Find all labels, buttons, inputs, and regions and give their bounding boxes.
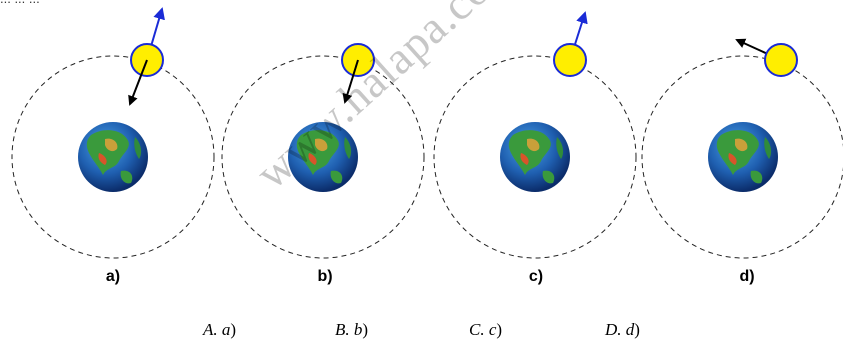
panel-a	[11, 7, 215, 259]
orbit-path	[641, 55, 843, 259]
answer-option-c[interactable]: C. c)	[469, 320, 502, 340]
orbit-path	[433, 55, 637, 259]
answer-letter: B.	[335, 320, 350, 339]
panel-label-a: a)	[105, 268, 121, 285]
panel-c	[433, 11, 637, 259]
answer-option: d	[625, 320, 635, 339]
orbit-path	[221, 55, 425, 259]
answer-letter: A.	[203, 320, 218, 339]
answer-option: b	[353, 320, 363, 339]
panel-b	[221, 43, 425, 259]
answer-option: a	[221, 320, 231, 339]
answer-close: )	[230, 320, 237, 339]
answer-close: )	[496, 320, 503, 339]
panel-label-d: d)	[739, 268, 755, 285]
answer-option-d[interactable]: D. d)	[605, 320, 640, 340]
earth-icon	[500, 122, 570, 192]
panel-d	[641, 38, 843, 259]
earth-icon	[708, 122, 778, 192]
answer-letter: D.	[605, 320, 622, 339]
force-arrow-black	[128, 59, 148, 106]
answer-close: )	[634, 320, 640, 339]
orbit-path	[11, 55, 215, 259]
force-arrow-black	[342, 59, 359, 104]
earth-icon	[78, 122, 148, 192]
satellite	[764, 43, 798, 77]
header-text: ... ... ...	[0, 0, 40, 6]
answer-close: )	[362, 320, 369, 339]
answer-option-a[interactable]: A. a)	[203, 320, 236, 340]
panel-label-b: b)	[317, 268, 333, 285]
answer-letter: C.	[469, 320, 485, 339]
answer-option: c	[488, 320, 497, 339]
answer-option-b[interactable]: B. b)	[335, 320, 368, 340]
panel-label-c: c)	[528, 268, 544, 285]
satellite	[553, 43, 587, 77]
